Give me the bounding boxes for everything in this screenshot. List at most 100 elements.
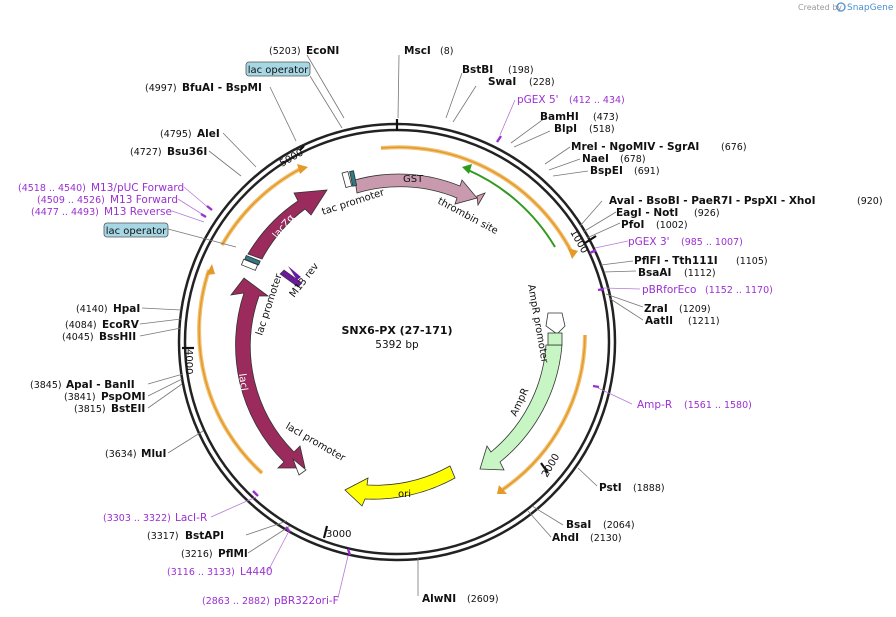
- enzyme-psti[interactable]: PstI: [599, 482, 622, 494]
- orf-arrowhead-laci: [206, 264, 215, 275]
- enzyme-bsteii[interactable]: BstEII: [111, 403, 145, 415]
- enzyme-pflfi-tth111i[interactable]: PflFI - Tth111I: [634, 255, 718, 267]
- enzyme-pos-econi: (5203): [269, 46, 301, 57]
- enzyme-ahdi[interactable]: AhdI: [552, 532, 579, 544]
- orf-arrowhead-ampr: [497, 485, 507, 494]
- enzyme-pos-psti: (1888): [633, 483, 665, 494]
- primer-l4440[interactable]: L4440: [240, 566, 273, 578]
- primer-pgex5[interactable]: pGEX 5': [517, 94, 559, 106]
- enzyme-zrai[interactable]: ZraI: [644, 303, 668, 315]
- feature-gst-arrow[interactable]: [354, 173, 478, 205]
- enzyme-naei[interactable]: NaeI: [582, 153, 609, 165]
- lac-operator-box-left[interactable]: [103, 222, 169, 238]
- enzyme-bsaai[interactable]: BsaAI: [638, 267, 671, 279]
- enzyme-pos-mrei: (676): [721, 142, 747, 153]
- feature-m13-rev[interactable]: [279, 269, 303, 288]
- enzyme-pos-bsaai: (1112): [684, 268, 716, 279]
- enzyme-pos-alei: (4795): [160, 129, 192, 140]
- orf-arrowhead-lacz: [297, 164, 308, 174]
- orf-arrowhead-green: [462, 164, 472, 174]
- feature-lac-promoter[interactable]: [240, 255, 261, 271]
- primer-pos-pgex3: (985 .. 1007): [681, 237, 743, 248]
- feature-laci-arrow[interactable]: [230, 277, 306, 469]
- enzyme-aatii[interactable]: AatII: [645, 315, 673, 327]
- enzyme-mlui[interactable]: MluI: [141, 448, 166, 460]
- enzyme-alei[interactable]: AleI: [197, 128, 220, 140]
- enzyme-bsu36i[interactable]: Bsu36I: [167, 146, 207, 158]
- primer-m13-forward[interactable]: M13 Forward: [110, 194, 178, 206]
- enzyme-hpai[interactable]: HpaI: [113, 303, 140, 315]
- enzyme-pos-bsteii: (3815): [74, 404, 106, 415]
- enzyme-pos-bstbi: (198): [508, 65, 534, 76]
- primer-pos-pbr322ori-f: (2863 .. 2882): [202, 596, 270, 607]
- enzyme-pspomi[interactable]: PspOMI: [101, 391, 146, 403]
- primer-labels: pGEX 5' (412 .. 434) pGEX 3' (985 .. 100…: [18, 94, 773, 607]
- feature-ampr-promoter-box[interactable]: [547, 332, 563, 346]
- lac-operator-box-top[interactable]: [245, 61, 311, 77]
- enzyme-pos-eagi: (926): [694, 208, 720, 219]
- enzyme-econi[interactable]: EcoNI: [306, 45, 339, 57]
- primer-pos-pbrforeco: (1152 .. 1170): [705, 285, 773, 296]
- primer-pos-l4440: (3116 .. 3133): [167, 567, 235, 578]
- enzyme-blpi[interactable]: BlpI: [554, 123, 577, 135]
- enzyme-pos-pflmi: (3216): [181, 549, 213, 560]
- feature-ori-arrow[interactable]: [344, 465, 456, 507]
- tick-label-3000: 3000: [326, 529, 351, 540]
- orf-arc-green: [467, 169, 556, 248]
- primer-pbrforeco[interactable]: pBRforEco: [642, 284, 696, 296]
- feature-label-thrombin: thrombin site: [436, 196, 500, 237]
- enzyme-pflmi[interactable]: PflMI: [218, 548, 248, 560]
- feature-tac-promoter[interactable]: [341, 170, 358, 189]
- enzyme-swai[interactable]: SwaI: [488, 76, 516, 88]
- primer-pos-pgex5: (412 .. 434): [569, 95, 625, 106]
- primer-laci-r[interactable]: LacI-R: [175, 512, 207, 524]
- enzyme-pos-apai: (3845): [30, 380, 62, 391]
- enzyme-pos-avai: (920): [857, 196, 883, 207]
- feature-laczalpha-arrow[interactable]: [247, 189, 328, 260]
- enzyme-bfuai-bspmi[interactable]: BfuAI - BspMI: [182, 82, 262, 94]
- feature-m13-rev-arrow[interactable]: [288, 266, 301, 280]
- enzyme-pos-blpi: (518): [589, 124, 615, 135]
- enzyme-mrei-ngomiv-sgrai[interactable]: MreI - NgoMIV - SgrAI: [571, 141, 699, 153]
- enzyme-pos-pspomi: (3841): [64, 392, 96, 403]
- enzyme-apai-banii[interactable]: ApaI - BanII: [66, 379, 135, 391]
- enzyme-bstbi[interactable]: BstBI: [462, 64, 493, 76]
- enzyme-pos-pfoi: (1002): [656, 220, 688, 231]
- plasmid-name: SNX6-PX (27-171): [341, 324, 452, 337]
- enzyme-pos-msci: (8): [440, 46, 453, 57]
- plasmid-length: 5392 bp: [375, 339, 419, 351]
- enzyme-avai-xhoi[interactable]: AvaI - BsoBI - PaeR7I - PspXI - XhoI: [609, 195, 816, 207]
- enzyme-pos-aatii: (1211): [688, 316, 720, 327]
- enzyme-pos-bamhi: (473): [593, 112, 619, 123]
- enzyme-ecorv[interactable]: EcoRV: [102, 319, 140, 331]
- primer-pbr322ori-f[interactable]: pBR322ori-F: [274, 595, 339, 607]
- enzyme-bamhi[interactable]: BamHI: [540, 111, 579, 123]
- enzyme-bsshii[interactable]: BssHII: [99, 331, 136, 343]
- feature-ampr-promoter[interactable]: [545, 312, 566, 335]
- enzyme-pfoi[interactable]: PfoI: [621, 219, 644, 231]
- enzyme-pos-hpai: (4140): [76, 304, 108, 315]
- enzyme-bspei[interactable]: BspEI: [590, 165, 623, 177]
- enzyme-eagi-noti[interactable]: EagI - NotI: [616, 207, 678, 219]
- enzyme-alwni[interactable]: AlwNI: [422, 593, 456, 605]
- enzyme-pos-bfuai: (4997): [145, 83, 177, 94]
- enzyme-pos-bsshii: (4045): [62, 332, 94, 343]
- enzyme-bstapi[interactable]: BstAPI: [185, 530, 224, 542]
- enzyme-labels: (5203) EcoNI MscI (8) BstBI (198) SwaI (…: [30, 45, 883, 605]
- feature-laci-promoter[interactable]: [292, 457, 307, 476]
- orf-arrowhead-gst: [568, 248, 578, 259]
- enzyme-pos-bsu36i: (4727): [130, 147, 162, 158]
- lac-operator-label-top: lac operator: [248, 65, 309, 76]
- primer-ampr[interactable]: Amp-R: [637, 399, 672, 411]
- feature-label-gst: GST: [403, 174, 424, 185]
- primer-pos-m13-puc-forward: (4518 .. 4540): [18, 183, 86, 194]
- primer-m13-reverse[interactable]: M13 Reverse: [104, 206, 172, 218]
- orf-arc-ampr-inner: [501, 334, 586, 491]
- feature-thrombin-site[interactable]: [476, 192, 486, 207]
- feature-ampr-arrow[interactable]: [479, 344, 563, 471]
- enzyme-msci[interactable]: MscI: [404, 45, 431, 57]
- enzyme-bsai[interactable]: BsaI: [566, 519, 591, 531]
- primer-m13-puc-forward[interactable]: M13/pUC Forward: [91, 182, 184, 194]
- primer-pgex3[interactable]: pGEX 3': [628, 236, 670, 248]
